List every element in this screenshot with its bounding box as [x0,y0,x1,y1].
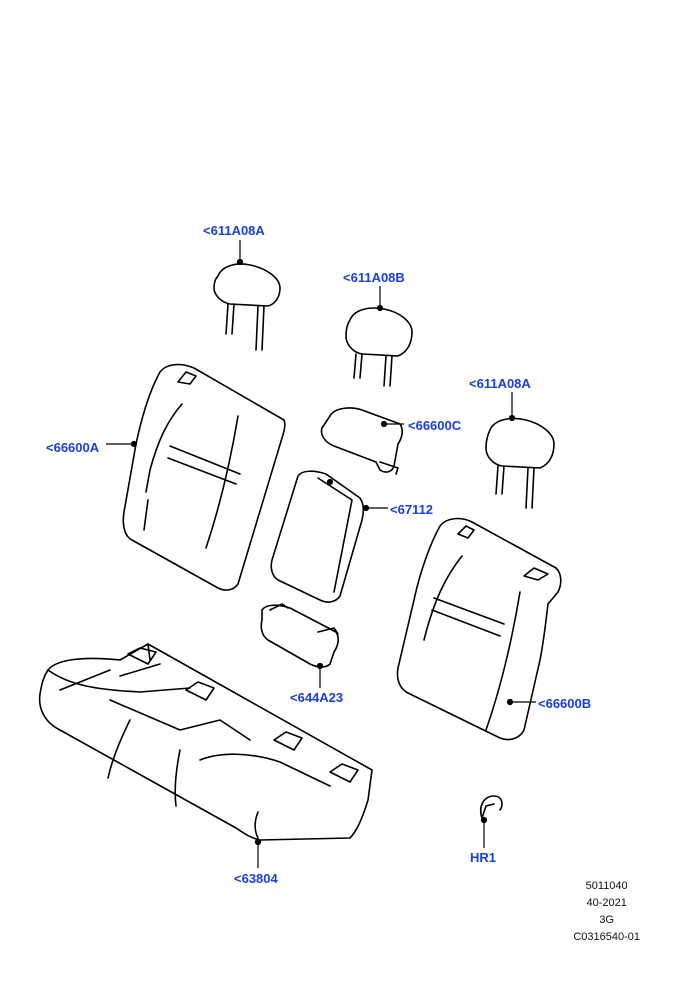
callout-headrest-left[interactable]: <611A08A [203,223,265,238]
bracket-part [260,603,339,668]
headrest-center-part [345,307,413,387]
callout-hog-ring[interactable]: HR1 [470,850,497,865]
callout-backrest-right[interactable]: <66600B [538,696,592,711]
headrest-right-part [485,417,555,509]
callout-armrest[interactable]: <67112 [390,502,434,517]
callout-center-cover[interactable]: <66600C [408,418,462,433]
callout-cushion[interactable]: <63804 [234,871,278,886]
backrest-left-part [122,363,286,591]
headrest-left-part [213,263,281,351]
reference-line-4: C0316540-01 [573,931,640,943]
callout-backrest-left[interactable]: <66600A [46,440,100,455]
hog-ring-part [479,795,503,819]
seat-cushion-part [38,643,373,841]
callout-headrest-right[interactable]: <611A08A [469,376,531,391]
leader-lines [106,240,536,868]
armrest-part [270,470,365,603]
callout-bracket[interactable]: <644A23 [290,690,344,705]
callout-headrest-center[interactable]: <611A08B [343,270,405,285]
backrest-right-part [396,517,562,741]
reference-line-3: 3G [599,914,614,926]
reference-line-2: 40-2021 [586,897,627,909]
reference-block: 5011040 40-2021 3G C0316540-01 [573,878,640,946]
center-cover-part [320,407,403,475]
reference-line-1: 5011040 [585,880,628,892]
